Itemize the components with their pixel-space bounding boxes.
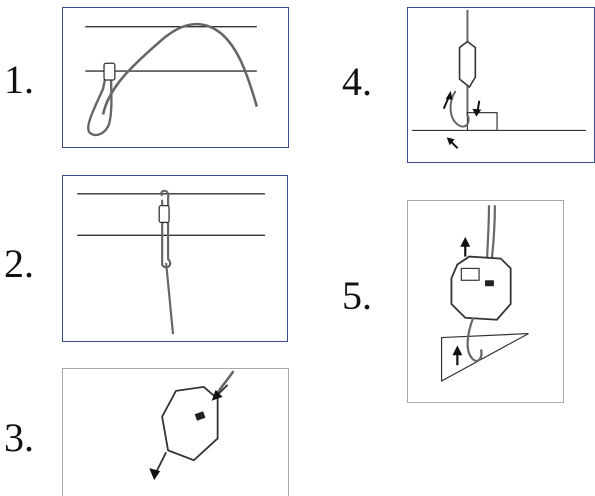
step-4-illustration (407, 7, 595, 163)
gripper-window (460, 267, 480, 281)
arrow-icon (445, 90, 453, 100)
step-3-illustration (62, 368, 289, 496)
step-1-label: 1. (4, 57, 34, 102)
wire-rope-icon (412, 9, 586, 149)
cable-loop (87, 68, 113, 137)
arrow-icon (446, 137, 455, 146)
arrow-icon (460, 236, 471, 247)
arrow-icon (472, 108, 482, 117)
arrow-icon (211, 389, 223, 401)
wire-rope-icon (77, 189, 265, 335)
gripper-body (161, 385, 219, 462)
step-4-label: 4. (342, 59, 372, 104)
gripper-body (450, 255, 512, 321)
step-2-illustration (62, 175, 288, 342)
cable-hook (466, 317, 483, 362)
cable (101, 22, 259, 115)
arrow-icon (452, 345, 463, 356)
gripper-icon (149, 370, 235, 481)
gripper-icon (440, 205, 529, 382)
hanging-cable (165, 262, 175, 335)
cable-hook (449, 90, 470, 128)
step-5-illustration (407, 200, 564, 403)
step-5-label: 5. (342, 273, 372, 318)
gripper-slot (485, 280, 494, 287)
cable-loop (160, 189, 172, 269)
step-3-label: 3. (4, 415, 34, 460)
ferrule (158, 204, 170, 224)
step-1-illustration (62, 7, 289, 148)
ferrule (103, 62, 116, 81)
gripper-body (458, 40, 477, 89)
step-2-label: 2. (4, 241, 34, 286)
wedge-tool-icon (466, 112, 498, 132)
wedge-tool-icon (440, 332, 529, 382)
arrow-icon (149, 468, 161, 481)
gripper-slot (194, 411, 206, 421)
cable-loop-icon (85, 22, 259, 137)
